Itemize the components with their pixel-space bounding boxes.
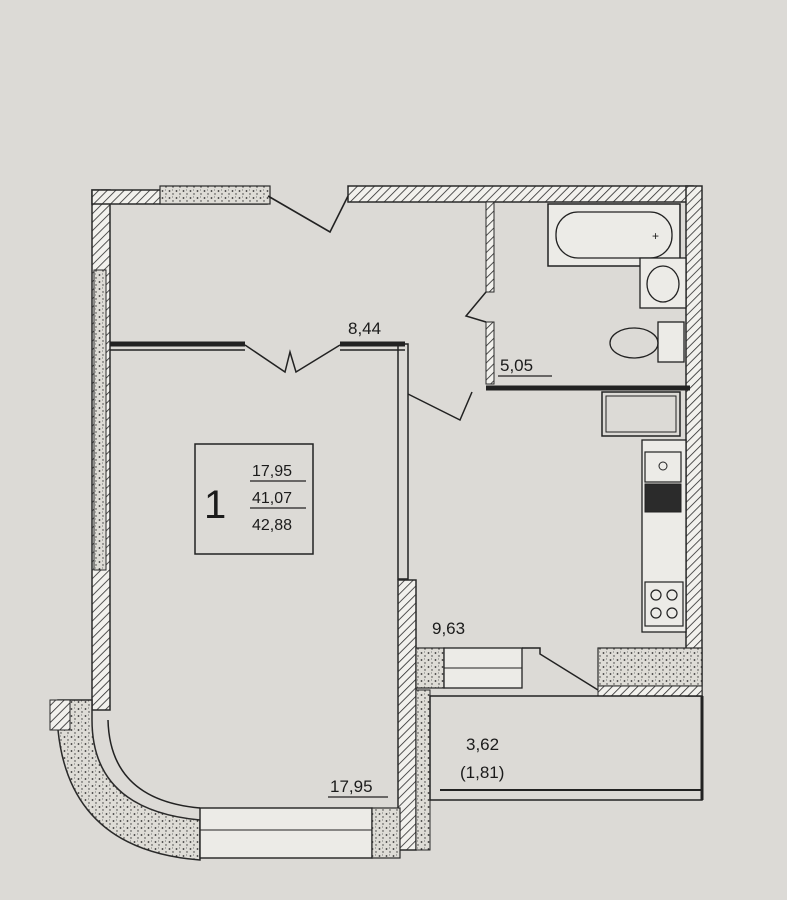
- kitchen-door-swing: [407, 391, 473, 422]
- bathtub-inner: [555, 211, 673, 259]
- wall-right-outer: [685, 185, 703, 697]
- dishwasher: [644, 483, 682, 513]
- living-window-bottom: [199, 807, 373, 859]
- kitchen-counter: [641, 439, 687, 633]
- wall-bathroom-left: [485, 201, 495, 293]
- apartment-total-area-with-balcony: 42,88: [252, 517, 292, 534]
- living-room-area: 17,95: [330, 777, 373, 796]
- window-top: [159, 185, 271, 205]
- living-curved-wall-inner: [107, 719, 201, 809]
- living-door-swing: [244, 344, 341, 374]
- apartment-summary-box: [194, 443, 314, 555]
- ventilation-shaft: [601, 391, 681, 437]
- toilet-tank: [657, 321, 685, 363]
- wall-living-right-lower: [397, 579, 417, 851]
- wall-kitchen-bottom-left: [415, 647, 445, 689]
- toilet-bowl: [609, 327, 659, 359]
- apartment-rooms-count: 1: [204, 483, 226, 527]
- svg-text:+: +: [652, 229, 659, 243]
- balcony-area: 3,62: [466, 735, 499, 754]
- wall-left-insulation: [93, 269, 107, 571]
- wall-living-right-dots: [415, 689, 431, 851]
- living-curved-wall: [57, 699, 201, 861]
- kitchen-area: 9,63: [432, 619, 465, 638]
- kitchen-sink: [644, 451, 682, 483]
- wall-bottom-right-pier: [371, 807, 401, 859]
- bathroom-area: 5,05: [500, 356, 533, 375]
- balcony-area-reduced: (1,81): [460, 763, 504, 782]
- apartment-total-area: 41,07: [252, 490, 292, 507]
- hallway-area: 8,44: [348, 319, 381, 338]
- bathtub: [547, 203, 681, 267]
- wall-bathroom-left-lower: [485, 321, 495, 385]
- stove: [644, 581, 684, 627]
- wall-kitchen-bottom-right: [597, 647, 703, 687]
- bathroom-door-swing: [464, 291, 487, 323]
- wall-top-right: [347, 185, 694, 203]
- apartment-living-area: 17,95: [252, 463, 292, 480]
- balcony-door-swing: [522, 647, 599, 691]
- wall-living-right-upper: [397, 343, 409, 580]
- entry-door-swing: [267, 195, 349, 234]
